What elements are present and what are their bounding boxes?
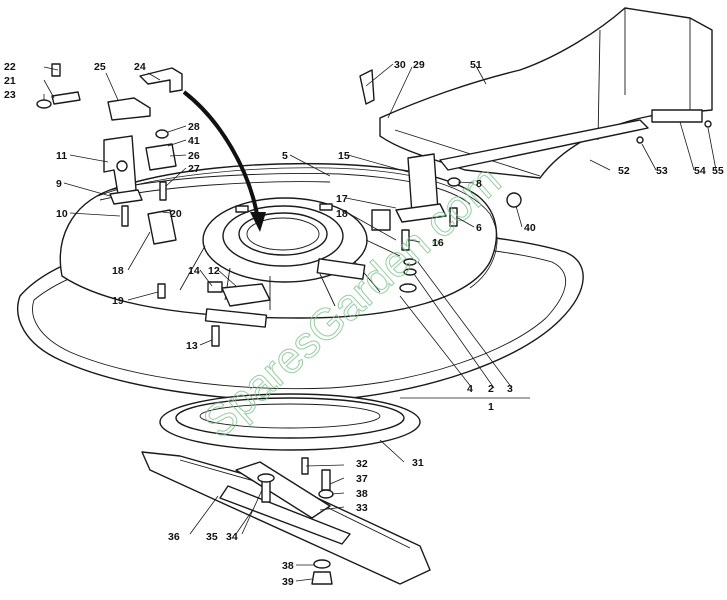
callout-16: 16 [432,237,444,249]
callout-38b: 38 [282,560,294,572]
top-brackets [36,63,183,121]
callout-20: 20 [170,208,182,220]
callout-6: 6 [476,222,482,234]
callout-10: 10 [56,208,68,220]
callout-22: 22 [4,61,16,73]
callout-11: 11 [56,150,67,162]
callout-23: 23 [4,89,16,101]
spindle-housing [179,197,401,310]
callout-18b: 18 [336,208,348,220]
callout-2: 2 [488,383,494,395]
callout-3: 3 [507,383,513,395]
callout-41: 41 [188,135,200,147]
callout-15: 15 [338,150,350,162]
callout-32: 32 [356,458,368,470]
callout-1: 1 [488,401,494,413]
callout-8: 8 [476,178,482,190]
discharge-chute [359,7,713,179]
callout-55: 55 [712,165,724,177]
callout-21: 21 [4,75,16,87]
callout-25: 25 [94,61,106,73]
callout-13: 13 [186,340,198,352]
callout-30: 30 [394,59,406,71]
callout-29: 29 [413,59,425,71]
leader-lines [43,63,717,582]
callout-labels: 22 21 23 25 24 28 41 26 27 11 9 10 20 18… [4,59,724,588]
callout-19: 19 [112,295,124,307]
callout-26: 26 [188,150,200,162]
callout-37: 37 [356,473,368,485]
callout-24: 24 [134,61,146,73]
callout-9: 9 [56,178,62,190]
drive-belt [97,167,498,289]
callout-39: 39 [282,576,294,588]
callout-38a: 38 [356,488,368,500]
callout-33: 33 [356,502,368,514]
callout-17: 17 [336,193,348,205]
front-bracket [103,135,143,205]
callout-12: 12 [208,265,220,277]
hardware [121,129,522,347]
callout-28: 28 [188,121,200,133]
callout-5: 5 [282,150,288,162]
callout-4: 4 [467,383,473,395]
callout-14: 14 [188,265,200,277]
callout-34: 34 [226,531,238,543]
callout-53: 53 [656,165,668,177]
callout-36: 36 [168,531,180,543]
callout-51: 51 [470,59,482,71]
callout-18a: 18 [112,265,124,277]
assembly-arrow [182,90,266,232]
callout-27: 27 [188,163,200,175]
blade-assembly [141,451,431,585]
callout-52: 52 [618,165,630,177]
callout-54: 54 [694,165,706,177]
callout-40: 40 [524,222,536,234]
callout-31: 31 [412,457,424,469]
callout-35: 35 [206,531,218,543]
pulley [159,393,421,451]
